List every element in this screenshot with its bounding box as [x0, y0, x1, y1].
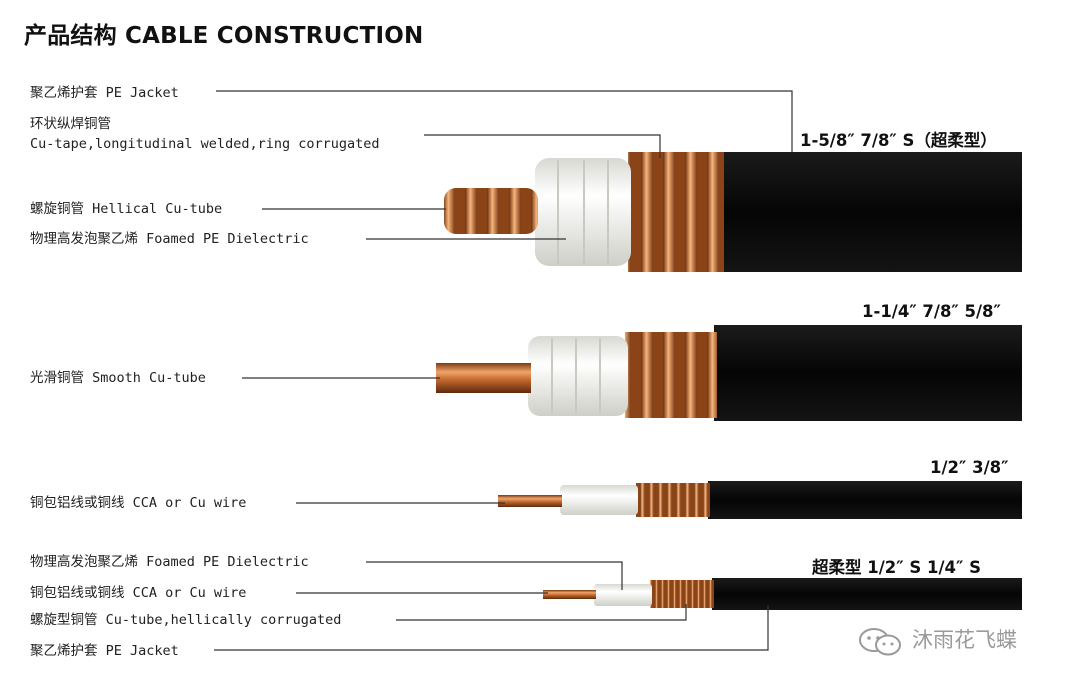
watermark-text: 沐雨花飞蝶	[912, 628, 1017, 652]
leader-c4-dielectric	[366, 561, 623, 590]
label-c2-smooth-cu-tube: 光滑铜管 Smooth Cu-tube	[30, 370, 206, 386]
cable-4-outer-conductor	[650, 580, 714, 608]
label-c1-ring-corrugated-cn: 环状纵焊铜管	[30, 116, 111, 132]
label-c1-pe-jacket: 聚乙烯护套 PE Jacket	[30, 85, 179, 101]
cable-3-inner-conductor	[498, 495, 562, 507]
size-caption-1: 1-5/8″ 7/8″ S（超柔型）	[800, 131, 997, 150]
label-c1-helical-cu-tube: 螺旋铜管 Hellical Cu-tube	[30, 201, 223, 217]
cable-4	[543, 578, 1022, 610]
cable-1-inner-conductor	[444, 188, 538, 234]
cable-4-inner-conductor	[543, 590, 596, 599]
cable-2-inner-conductor	[436, 363, 531, 393]
cable-2-jacket	[714, 325, 1022, 421]
wechat-icon	[859, 628, 901, 656]
cable-1-jacket	[722, 152, 1022, 272]
cable-2	[436, 325, 1022, 421]
leader-c4-jacket	[214, 605, 769, 651]
size-caption-2: 1-1/4″ 7/8″ 5/8″	[862, 302, 1001, 321]
label-c1-ring-corrugated-en: Cu-tape,longitudinal welded,ring corruga…	[30, 136, 380, 152]
label-c4-cca-wire: 铜包铝线或铜线 CCA or Cu wire	[30, 585, 247, 601]
leader-c4-cu-tube	[396, 604, 687, 621]
cable-1-outer-conductor	[628, 152, 724, 272]
label-c4-foamed-dielectric: 物理高发泡聚乙烯 Foamed PE Dielectric	[30, 554, 309, 570]
size-caption-4: 超柔型 1/2″ S 1/4″ S	[812, 558, 981, 577]
label-c1-foamed-dielectric: 物理高发泡聚乙烯 Foamed PE Dielectric	[30, 231, 309, 247]
size-caption-3: 1/2″ 3/8″	[930, 458, 1009, 477]
cable-3-outer-conductor	[636, 483, 710, 517]
label-c3-cca-wire: 铜包铝线或铜线 CCA or Cu wire	[30, 495, 247, 511]
leader-c1-jacket	[216, 90, 793, 152]
cable-4-jacket	[712, 578, 1022, 610]
cable-2-dielectric	[528, 336, 628, 416]
leader-c1-cu-tape	[424, 134, 661, 158]
cable-3	[498, 481, 1022, 519]
cable-3-dielectric	[560, 485, 638, 515]
label-c4-pe-jacket: 聚乙烯护套 PE Jacket	[30, 643, 179, 659]
label-c4-cu-tube-helical: 螺旋型铜管 Cu-tube,hellically corrugated	[30, 612, 342, 628]
page-title: 产品结构 CABLE CONSTRUCTION	[24, 23, 424, 49]
cable-4-dielectric	[594, 584, 652, 606]
cable-1	[444, 152, 1022, 272]
leader-lines	[214, 90, 793, 651]
cable-2-outer-conductor	[625, 332, 717, 418]
cable-3-jacket	[708, 481, 1022, 519]
